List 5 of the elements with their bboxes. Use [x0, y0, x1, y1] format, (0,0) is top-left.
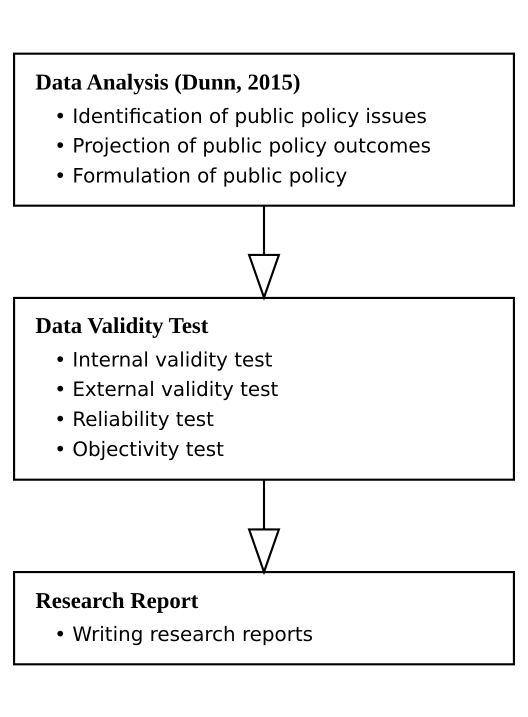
arrow: [248, 205, 280, 300]
node-box: Data Validity Test • Internal validity test • External validity test • Reliability test • Objectivity test: [13, 296, 515, 480]
node-box: Research Report • Writing research reports: [13, 570, 515, 665]
arrow: [248, 479, 280, 575]
node-box: Data Analysis (Dunn, 2015) • Identification of public policy issues • Projection of public policy outcomes • Formulation of public policy: [13, 52, 515, 206]
